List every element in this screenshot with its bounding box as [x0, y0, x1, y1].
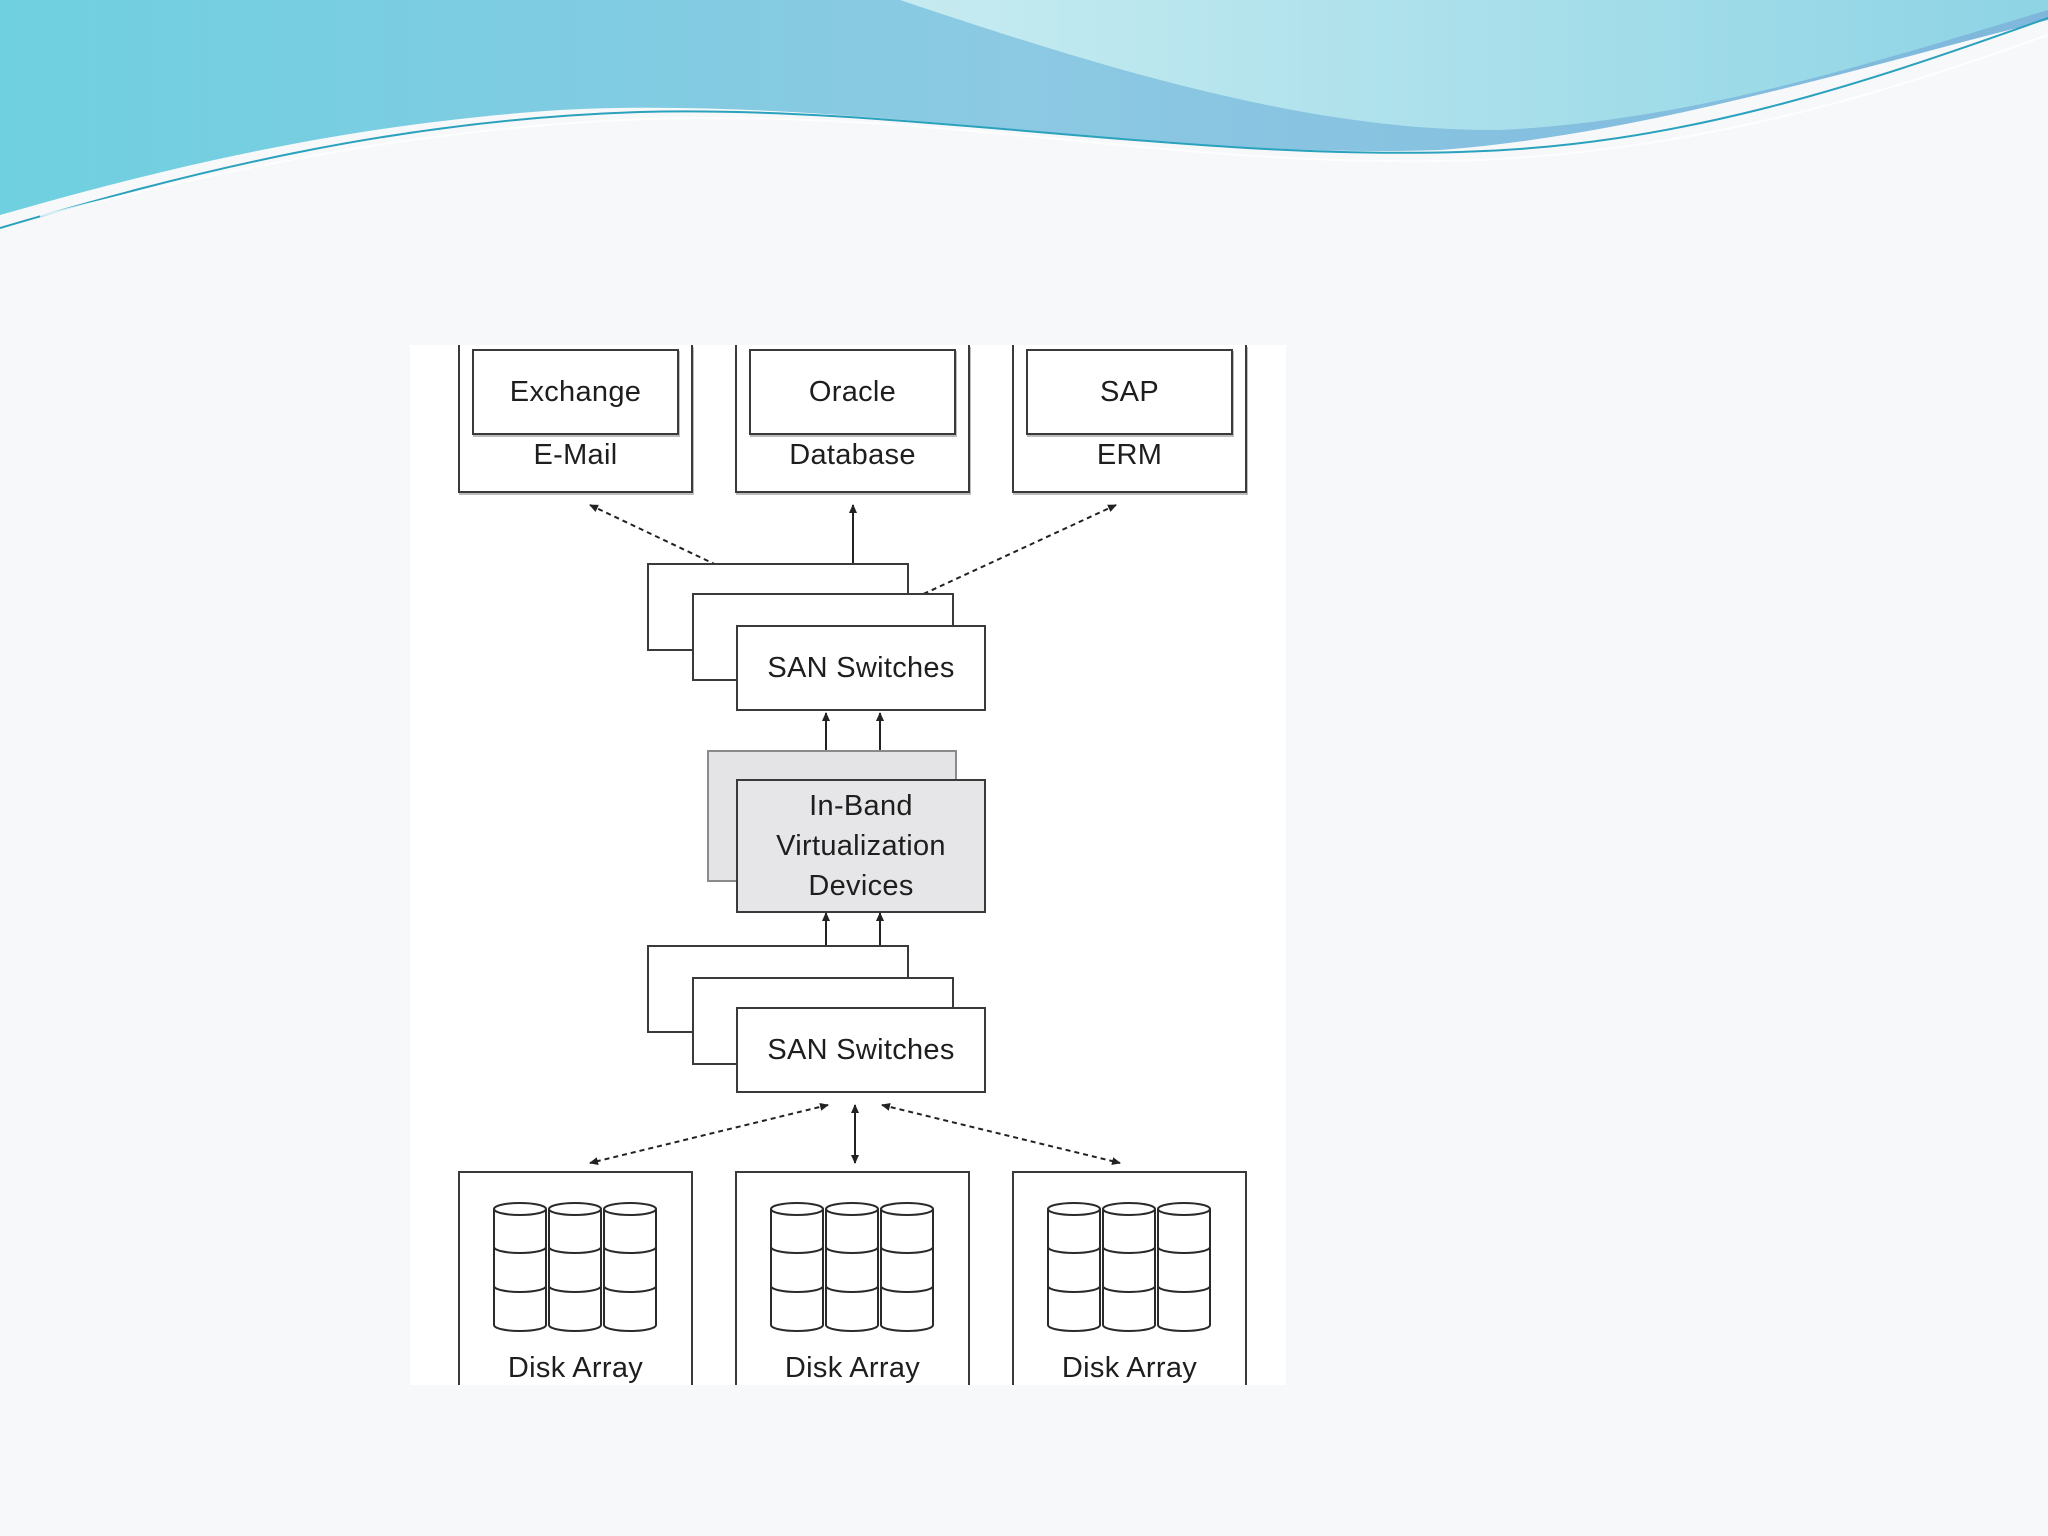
- virt-label-line-1: In-Band: [809, 790, 913, 822]
- switch-label: SAN Switches: [767, 1033, 955, 1066]
- arrow-switch-disk-1: [589, 1103, 829, 1165]
- in-band-virtualization-devices: In-Band Virtualization Devices: [736, 779, 986, 913]
- disk-array-2: Disk Array: [735, 1171, 970, 1385]
- app-server-exchange: Exchange E-Mail: [458, 345, 693, 493]
- app-role-label: ERM: [1096, 439, 1163, 471]
- disk-array-1: Disk Array: [458, 1171, 693, 1385]
- app-product-label: SAP: [1100, 375, 1159, 408]
- disk-array-label: Disk Array: [1061, 1352, 1198, 1384]
- disk-cylinders-icon: [770, 1202, 934, 1332]
- app-server-sap: SAP ERM: [1012, 345, 1247, 493]
- virtualization-diagram: Exchange E-Mail Oracle Database SAP ERM …: [410, 345, 1286, 1385]
- app-server-oracle: Oracle Database: [735, 345, 970, 493]
- disk-array-label: Disk Array: [507, 1352, 644, 1384]
- app-product-label: Exchange: [509, 375, 642, 408]
- san-switches-bottom: SAN Switches: [736, 1007, 986, 1093]
- arrow-switch-disk-3: [881, 1103, 1121, 1165]
- disk-cylinders-icon: [1047, 1202, 1211, 1332]
- header-wave-decoration: [0, 0, 2048, 229]
- disk-array-label: Disk Array: [784, 1352, 921, 1384]
- app-product-label: Oracle: [808, 375, 897, 408]
- disk-array-3: Disk Array: [1012, 1171, 1247, 1385]
- virt-label-line-3: Devices: [808, 870, 914, 902]
- virt-label-line-2: Virtualization: [776, 830, 946, 862]
- app-role-label: E-Mail: [533, 439, 618, 471]
- app-role-label: Database: [789, 439, 916, 471]
- san-switches-top: SAN Switches: [736, 625, 986, 711]
- disk-cylinders-icon: [493, 1202, 657, 1332]
- switch-label: SAN Switches: [767, 651, 955, 684]
- arrow-exchange-switch: [589, 504, 823, 616]
